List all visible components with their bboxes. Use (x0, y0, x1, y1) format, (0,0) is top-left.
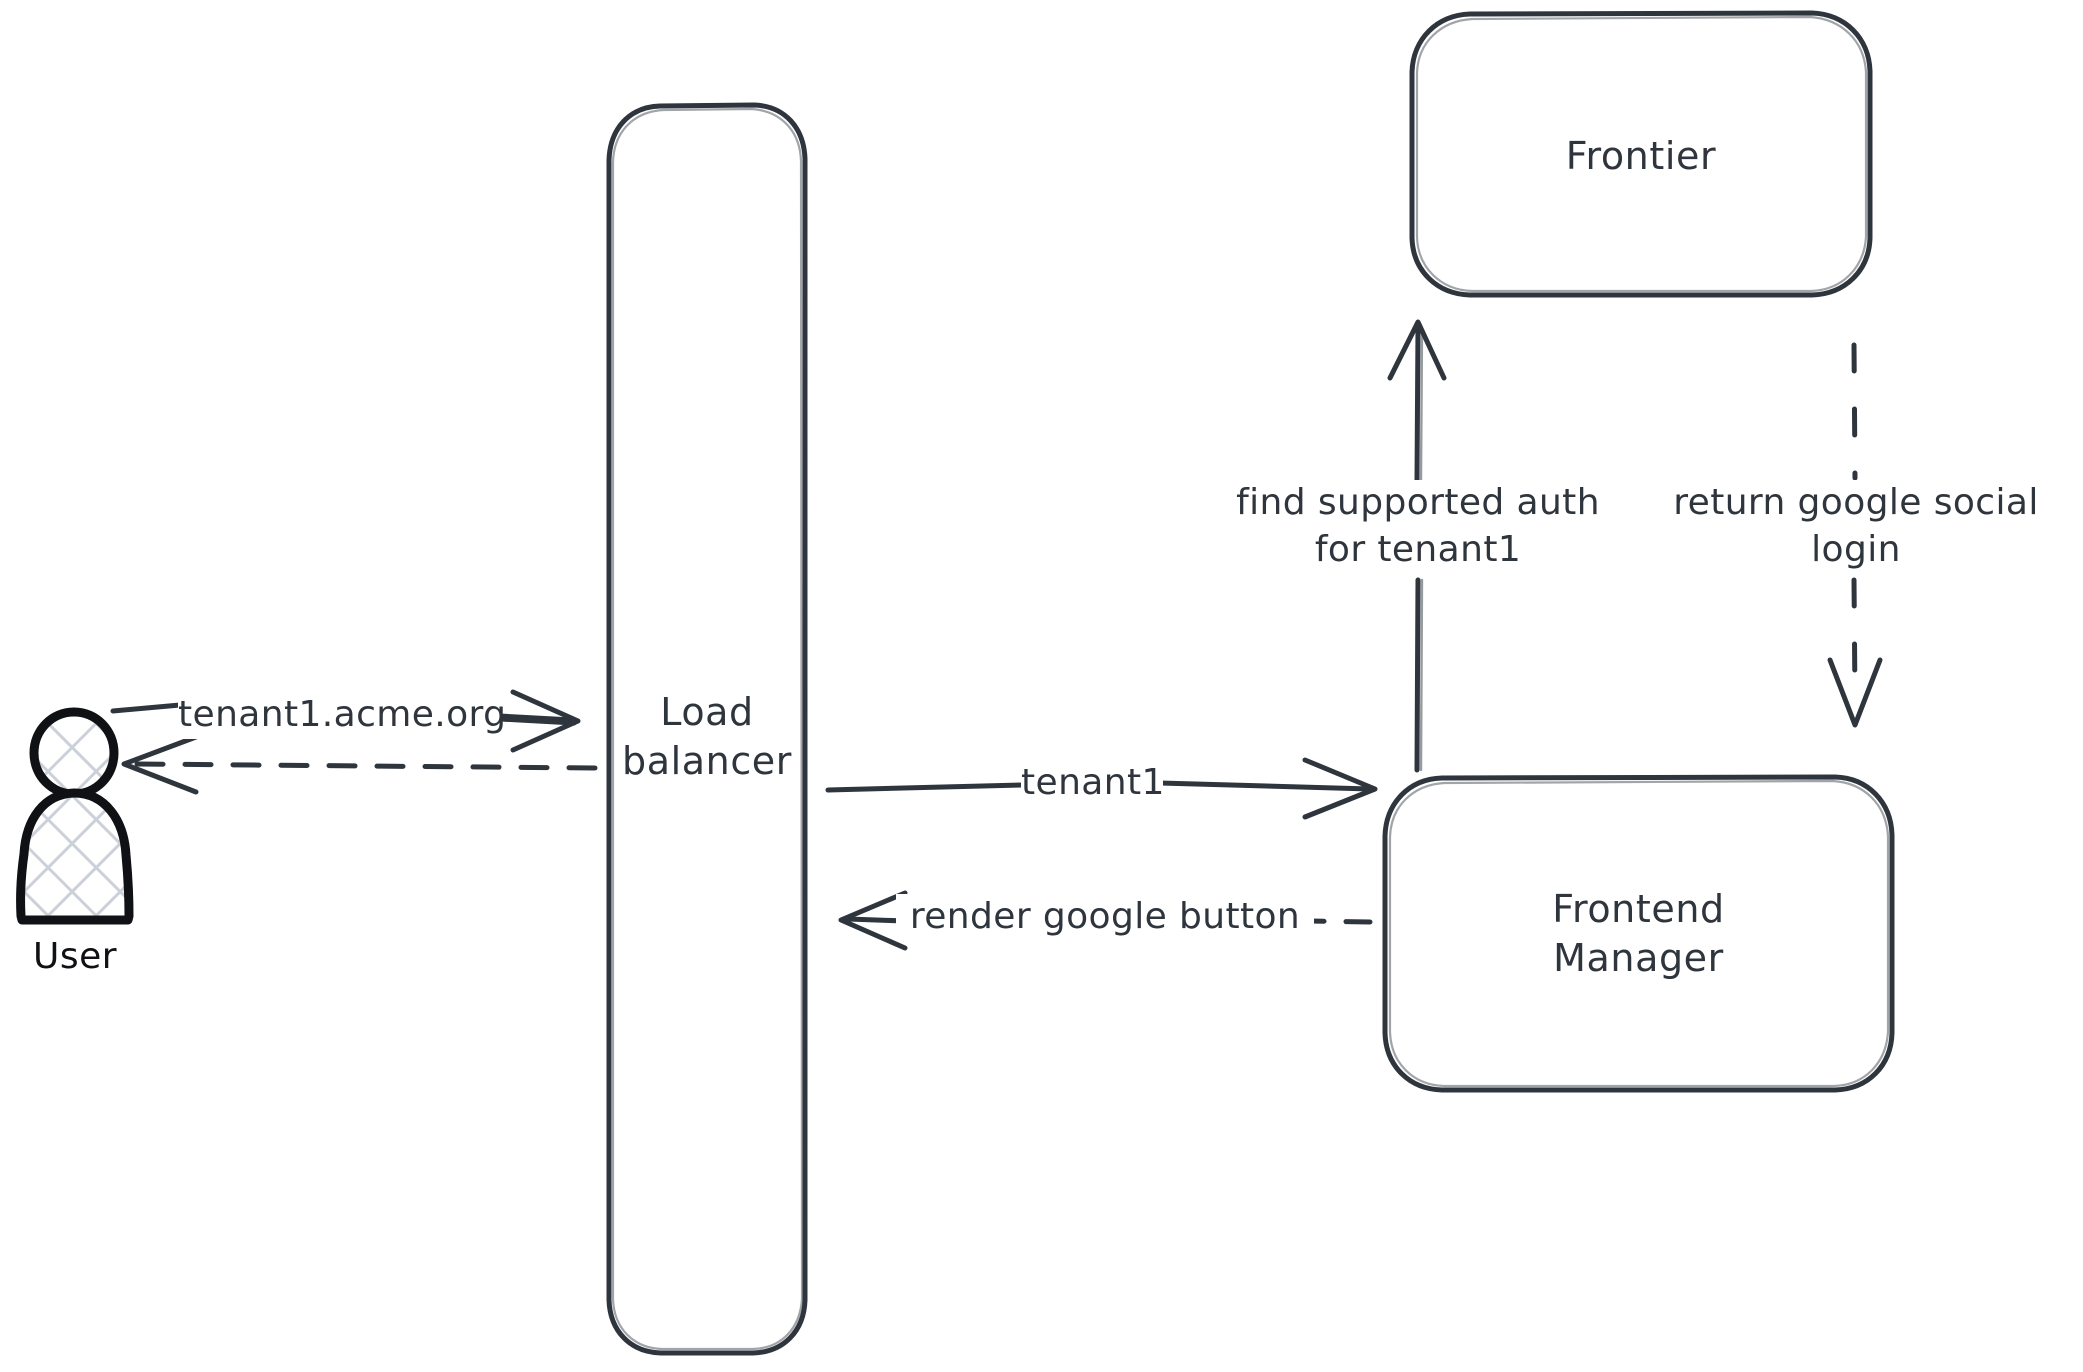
node-frontier[interactable] (1412, 13, 1871, 296)
node-user (16, 707, 134, 925)
edge-lb-to-user (121, 734, 598, 795)
edge-lb-to-fm (825, 757, 1378, 820)
edge-user-to-lb (110, 689, 581, 753)
edge-frontier-to-fm[interactable] (1832, 344, 1878, 728)
node-frontier (1409, 10, 1873, 298)
node-frontend-manager[interactable] (1385, 777, 1893, 1091)
edge-user-to-lb[interactable] (120, 690, 580, 736)
edge-fm-to-lb[interactable] (840, 896, 1374, 948)
edge-frontier-to-fm (1827, 342, 1883, 728)
node-user[interactable] (14, 705, 140, 930)
edge-fm-to-lb (838, 890, 1373, 951)
node-load-balancer[interactable] (609, 105, 806, 1354)
node-frontend-manager (1382, 774, 1895, 1093)
node-load-balancer (606, 102, 808, 1356)
edge-lb-to-user[interactable] (120, 744, 600, 788)
edge-fm-to-frontier (1387, 319, 1447, 773)
edge-fm-to-frontier[interactable] (1396, 322, 1442, 772)
edge-lb-to-fm[interactable] (828, 762, 1378, 812)
